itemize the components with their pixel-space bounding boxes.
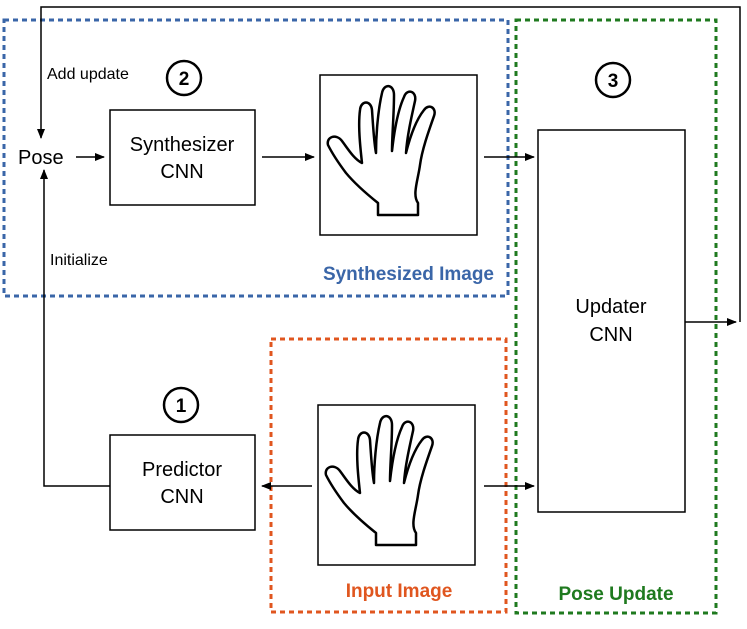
svg-text:2: 2	[179, 69, 190, 90]
pose-label: Pose	[18, 147, 64, 169]
synthesizer-cnn-block	[109, 109, 256, 206]
predictor-cnn-line1: Predictor	[142, 459, 222, 481]
synthesizer-cnn-line1: Synthesizer	[130, 134, 235, 156]
updater-cnn-line1: Updater	[575, 296, 646, 318]
step-1-marker: 1	[162, 386, 200, 424]
step-3-marker: 3	[594, 61, 632, 99]
initialize-label: Initialize	[50, 252, 108, 269]
input-hand-image	[317, 404, 476, 566]
input-image-region	[269, 337, 508, 614]
add-update-loop-arrow	[37, 6, 741, 322]
step-2-marker: 2	[165, 59, 203, 97]
add-update-label: Add update	[47, 66, 129, 83]
predictor-cnn-line2: CNN	[160, 486, 203, 508]
updater-cnn-block	[537, 129, 686, 513]
synthesized-image-region	[2, 18, 510, 298]
svg-text:3: 3	[608, 71, 619, 92]
input-image-label: Input Image	[346, 581, 453, 602]
pose-update-region	[514, 18, 718, 615]
predictor-cnn-block	[109, 434, 256, 531]
synthesized-hand-image	[319, 74, 478, 236]
updater-cnn-line2: CNN	[589, 324, 632, 346]
synthesizer-cnn-line2: CNN	[160, 161, 203, 183]
pose-update-label: Pose Update	[558, 584, 673, 605]
svg-text:1: 1	[176, 396, 187, 417]
initialize-arrow	[40, 169, 110, 487]
synthesized-image-label: Synthesized Image	[323, 264, 494, 285]
